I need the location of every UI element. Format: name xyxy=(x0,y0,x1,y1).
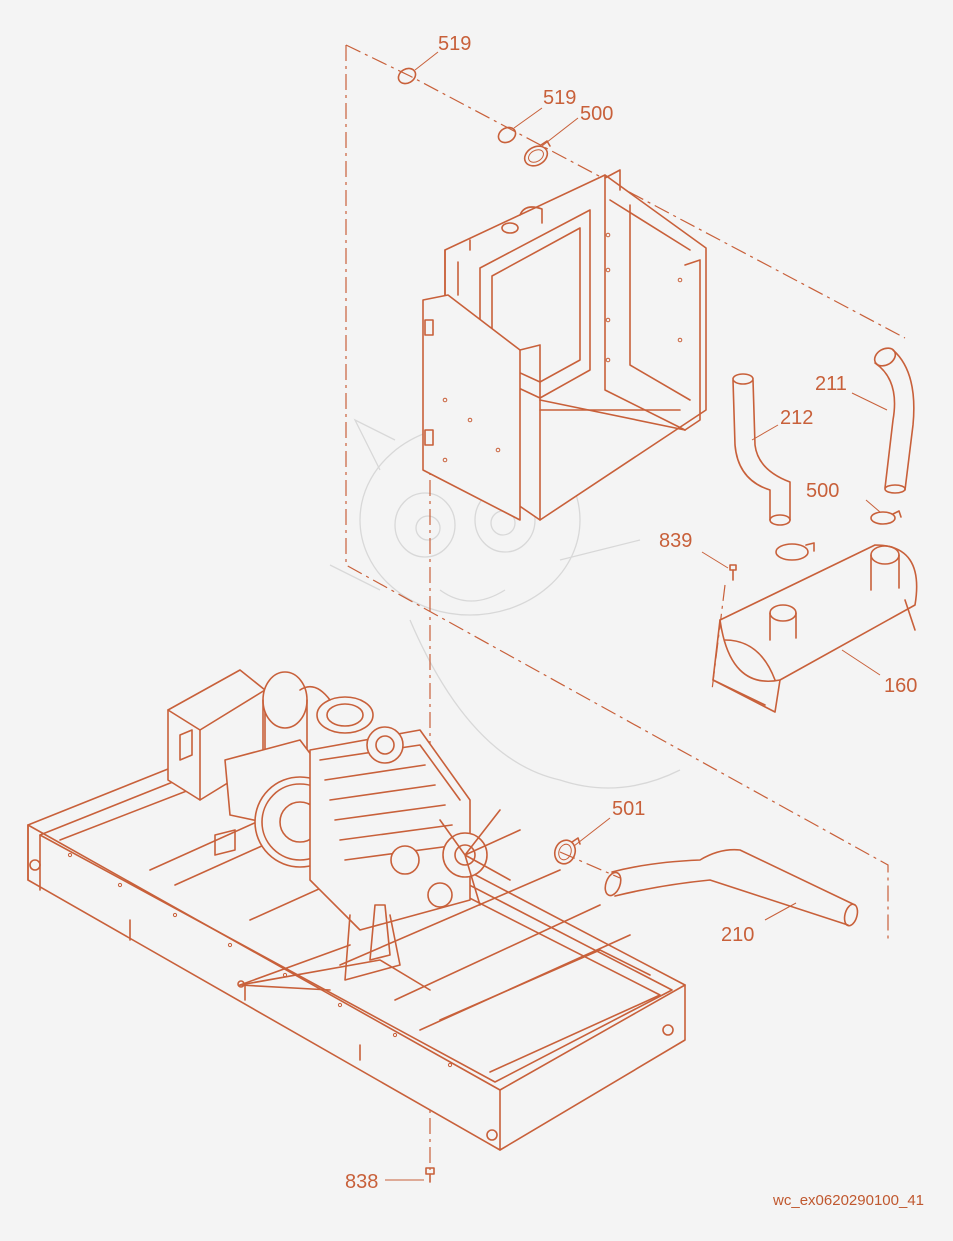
callout-210: 210 xyxy=(721,924,754,946)
callout-839: 839 xyxy=(659,530,692,552)
radiator-housing xyxy=(422,169,707,521)
callout-519-lower: 519 xyxy=(543,87,576,109)
callout-211: 211 xyxy=(815,373,847,395)
o-ring-519-lower xyxy=(497,126,517,144)
hose-211 xyxy=(873,347,915,494)
screw-839 xyxy=(729,564,737,581)
callout-501: 501 xyxy=(612,798,645,820)
callout-838: 838 xyxy=(345,1171,378,1193)
exhaust-pipe-210 xyxy=(604,848,859,927)
callout-500-lower: 500 xyxy=(806,480,839,502)
o-ring-519-top xyxy=(397,67,417,85)
clamp-extra xyxy=(775,542,815,561)
leader-lines xyxy=(385,51,888,1181)
hose-212 xyxy=(732,373,791,526)
callout-labels: 519 519 500 211 212 500 839 160 501 210 … xyxy=(345,33,917,1193)
callout-212: 212 xyxy=(780,407,813,429)
clamp-500-upper xyxy=(523,140,551,167)
clamp-500-lower xyxy=(870,510,902,525)
muffler-160 xyxy=(712,544,918,713)
engine-generator-assembly xyxy=(167,669,521,988)
callout-160: 160 xyxy=(884,675,917,697)
drawing-code: wc_ex0620290100_41 xyxy=(772,1192,924,1209)
bolt-838 xyxy=(425,1167,435,1183)
clamp-501 xyxy=(553,837,581,865)
callout-500-upper: 500 xyxy=(580,103,613,125)
callout-519-top: 519 xyxy=(438,33,471,55)
